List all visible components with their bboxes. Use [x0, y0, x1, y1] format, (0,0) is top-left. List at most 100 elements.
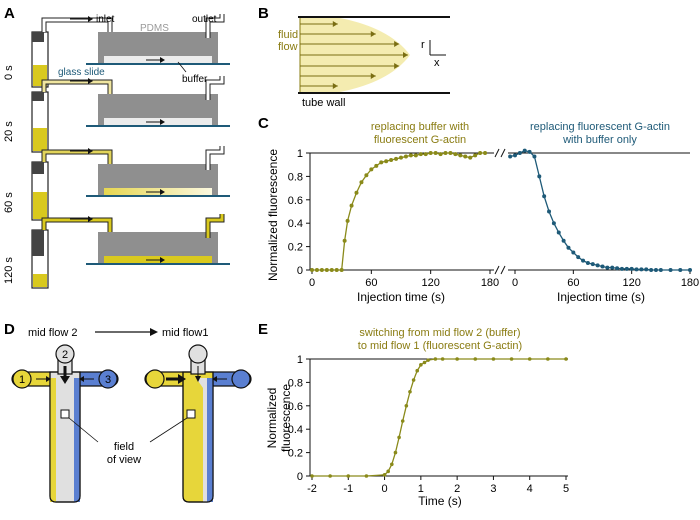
- axis-break-mark: [500, 265, 506, 275]
- x-tick-label: 0: [309, 277, 315, 289]
- series-left-point: [448, 151, 453, 155]
- field-pointer: [149, 417, 188, 443]
- syringe-fluid: [33, 128, 47, 151]
- series-e-point: [328, 474, 332, 478]
- y-tick-label: 1: [297, 148, 303, 160]
- series-left-point: [334, 268, 339, 272]
- series-right-point: [556, 230, 561, 235]
- series-e-line: [312, 358, 566, 477]
- chart-c-title-right-1: replacing fluorescent G-actin: [530, 121, 670, 133]
- arrow-head: [195, 376, 201, 382]
- arrow-head: [160, 57, 165, 63]
- series-right-point: [566, 245, 571, 250]
- series-right-point: [668, 268, 673, 272]
- x-tick-label: -1: [343, 483, 353, 495]
- series-right-point: [571, 250, 576, 255]
- y-tick-label: 0.2: [288, 448, 303, 460]
- main-channel-outline: [182, 371, 214, 503]
- series-left-point: [473, 153, 478, 158]
- series-left-point: [433, 151, 438, 155]
- y-tick-label: 0.4: [288, 218, 303, 230]
- axis-break-mask: [494, 264, 508, 276]
- main-channel-outline: [49, 371, 81, 503]
- field-of-view-label-2: of view: [107, 454, 141, 466]
- glass-slide-label: glass slide: [58, 67, 105, 78]
- panel-a-frame-60: 60 s: [3, 146, 230, 221]
- series-right-point: [595, 263, 600, 268]
- series-e-point: [408, 389, 412, 394]
- series-right-line: [509, 149, 690, 271]
- series-right-point: [527, 149, 532, 154]
- chart-e-ylabel-1: Normalized: [265, 388, 279, 449]
- series-e-point: [382, 473, 387, 477]
- series-right-point: [517, 151, 522, 155]
- series-left-point: [468, 155, 473, 160]
- tubing-inlet-inner: [42, 218, 112, 236]
- series-right-point: [513, 153, 517, 158]
- series-e-point: [491, 357, 496, 361]
- series-right-point: [537, 174, 542, 179]
- panel-a-frame-20: 20 s: [3, 76, 230, 153]
- series-right-point: [610, 265, 615, 270]
- yellow-sheath: [50, 378, 56, 502]
- series-right-point: [542, 194, 547, 199]
- series-left-point: [453, 152, 458, 157]
- series-right-point: [688, 268, 692, 272]
- tube-wall-label: tube wall: [302, 97, 345, 109]
- series-e-point: [346, 474, 351, 478]
- mid-flow-2-title: mid flow 2: [28, 327, 78, 339]
- device-mid-flow-1: [144, 344, 252, 503]
- mid-flow-1-title: mid flow1: [162, 327, 208, 339]
- series-left-point: [374, 163, 379, 168]
- flow-arrow-head: [403, 52, 408, 58]
- chart-e-xlabel: Time (s): [418, 494, 462, 508]
- blue-sheath: [74, 378, 80, 502]
- x-tick-label: 1: [418, 483, 424, 495]
- series-right-point: [561, 238, 566, 243]
- series-e-point: [546, 357, 550, 361]
- panel-a-letter: A: [4, 5, 15, 22]
- syringe-plunger: [32, 230, 44, 256]
- series-right-point: [629, 266, 634, 271]
- tubing-outlet-inner: [206, 76, 224, 100]
- x-tick-label: 60: [365, 277, 377, 289]
- series-left-point: [418, 152, 423, 157]
- y-tick-label: 0.6: [288, 401, 303, 413]
- pdms-label: PDMS: [140, 23, 169, 34]
- inlet-number-1: 1: [19, 374, 25, 386]
- series-right-point: [649, 268, 654, 272]
- flow-arrow-head: [370, 31, 376, 37]
- chart-c-title-left-2: fluorescent G-actin: [374, 134, 466, 146]
- axis-break-mark: [494, 265, 500, 275]
- x-tick-label: 4: [527, 483, 533, 495]
- series-right-point: [619, 266, 624, 271]
- series-right-point: [624, 266, 629, 271]
- series-left-point: [384, 159, 389, 164]
- chart-c-xlabel-right: Injection time (s): [557, 290, 645, 304]
- panel-b-letter: B: [258, 5, 269, 22]
- inlet-number-2: 2: [62, 349, 68, 361]
- arrow-head: [88, 16, 93, 22]
- series-left-point: [345, 218, 350, 223]
- x-tick-label: -2: [307, 483, 317, 495]
- arrow-head: [160, 119, 165, 125]
- panel-d-letter: D: [4, 321, 15, 338]
- series-right-point: [605, 265, 610, 270]
- x-tick-label: 60: [567, 277, 579, 289]
- tubing-outlet-inner: [206, 146, 224, 170]
- inlet-port-3: [231, 369, 251, 389]
- series-right-point: [585, 260, 590, 265]
- buffer-label: buffer: [182, 74, 208, 85]
- y-tick-label: 0.2: [288, 242, 303, 254]
- x-tick-label: 180: [681, 277, 699, 289]
- series-e-point: [400, 419, 405, 423]
- series-left-point: [443, 151, 448, 155]
- axis-break-mark: [500, 148, 506, 158]
- tubing-outlet-inner: [206, 14, 224, 38]
- axis-break-mark: [494, 148, 500, 158]
- inlet-port-2: [188, 344, 208, 364]
- device-mid-flow-2: 1 2 3: [11, 344, 119, 503]
- series-left-point: [438, 152, 443, 157]
- x-tick-label: 180: [481, 277, 499, 289]
